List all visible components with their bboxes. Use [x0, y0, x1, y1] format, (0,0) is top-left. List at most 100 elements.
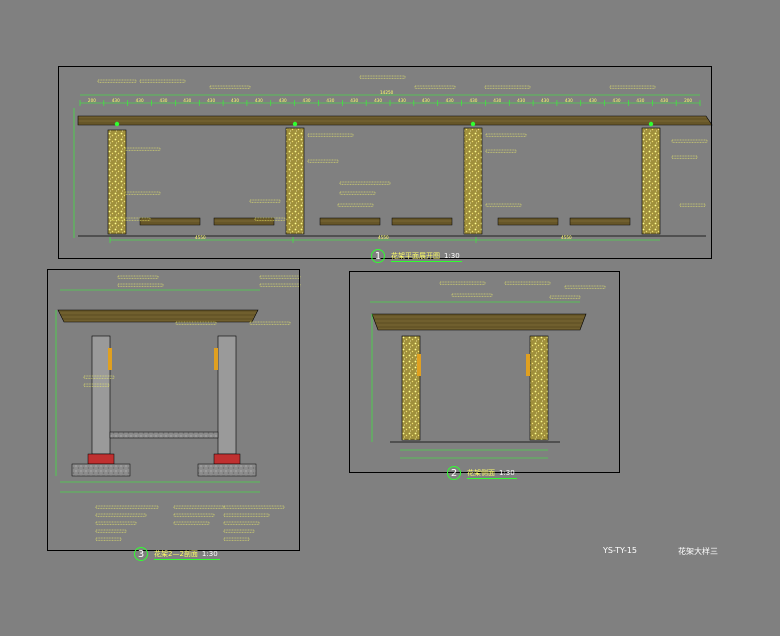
- drawing-title: 花架大样三: [678, 547, 718, 556]
- section-annotation: [173, 513, 215, 517]
- stone-column: [285, 127, 305, 235]
- side-annotation: [249, 199, 281, 203]
- spacing-label: 430: [613, 98, 621, 103]
- stone-column: [107, 129, 127, 235]
- section-annotation: [95, 513, 147, 517]
- view-2-name: 花架侧面: [467, 468, 495, 477]
- spacing-label: 430: [374, 98, 382, 103]
- side-annotation: [124, 147, 161, 151]
- span-label: 4550: [561, 235, 572, 240]
- bench-slab: [319, 217, 381, 226]
- span-label: 4550: [195, 235, 206, 240]
- span-label: 4550: [378, 235, 389, 240]
- spacing-label: 430: [541, 98, 549, 103]
- bench-slab: [391, 217, 453, 226]
- side-annotation: [504, 281, 551, 285]
- view-1-name: 花架平面展开图: [391, 251, 440, 260]
- section-annotation: [223, 513, 270, 517]
- foundation-right: [197, 463, 257, 477]
- side-annotation: [339, 191, 376, 195]
- section-annotation: [173, 505, 225, 509]
- side-annotation: [307, 159, 339, 163]
- spacing-label: 430: [255, 98, 263, 103]
- spacing-label: 430: [636, 98, 644, 103]
- bench-slab: [497, 217, 559, 226]
- overall-dimension-label: 14250: [380, 90, 394, 95]
- beam-annotation: [209, 85, 251, 89]
- foundation-left: [71, 463, 131, 477]
- spacing-label: 430: [589, 98, 597, 103]
- side-annotation: [439, 281, 486, 285]
- section-annotation: [95, 529, 127, 533]
- section-annotation: [117, 275, 159, 279]
- view-1-number: 1: [371, 249, 385, 263]
- side-annotation: [485, 149, 517, 153]
- section-annotation: [223, 529, 255, 533]
- section-annotation: [95, 521, 137, 525]
- section-annotation: [95, 505, 159, 509]
- section-annotation: [259, 275, 301, 279]
- beam-annotation: [97, 79, 137, 83]
- view-2-number: 2: [447, 466, 461, 480]
- view-2-scale: 1:30: [499, 468, 515, 477]
- side-annotation: [109, 217, 151, 221]
- section-annotation: [83, 383, 110, 387]
- drawing-code: YS-TY-15: [603, 546, 638, 555]
- spacing-label: 430: [279, 98, 287, 103]
- side-annotation: [671, 139, 708, 143]
- section-annotation: [175, 321, 217, 325]
- section-lamp-right: [214, 348, 218, 370]
- bench-slab: [139, 217, 201, 226]
- beam-annotation: [139, 79, 186, 83]
- side-column-left: [401, 335, 421, 441]
- side-annotation: [451, 293, 493, 297]
- section-annotation: [173, 521, 210, 525]
- spacing-label: 430: [231, 98, 239, 103]
- section-annotation: [117, 283, 164, 287]
- section-annotation: [223, 521, 260, 525]
- spacing-label: 430: [660, 98, 668, 103]
- beam-annotation: [484, 85, 531, 89]
- view-3-scale: 1:30: [201, 549, 218, 558]
- bench-slab: [569, 217, 631, 226]
- spacing-label: 200: [88, 98, 96, 103]
- side-annotation: [679, 203, 706, 207]
- stone-column: [641, 127, 661, 235]
- side-lamp-right: [526, 354, 530, 376]
- section-annotation: [259, 283, 301, 287]
- spacing-label: 430: [493, 98, 501, 103]
- beam-annotation: [359, 75, 406, 79]
- spacing-label: 430: [326, 98, 334, 103]
- view-3-frame: [47, 269, 300, 551]
- side-beam: [371, 313, 587, 331]
- view-3-name: 花架2—2剖面: [154, 549, 198, 558]
- spacing-label: 430: [183, 98, 191, 103]
- section-lamp-left: [108, 348, 112, 370]
- spacing-label: 430: [207, 98, 215, 103]
- side-annotation: [549, 295, 581, 299]
- spacing-label: 430: [469, 98, 477, 103]
- section-annotation: [223, 537, 250, 541]
- spacing-label: 430: [159, 98, 167, 103]
- spacing-label: 430: [112, 98, 120, 103]
- side-annotation: [564, 285, 606, 289]
- beam-annotation: [609, 85, 656, 89]
- side-annotation: [339, 181, 391, 185]
- spacing-label: 430: [398, 98, 406, 103]
- column-cap-marker: [648, 121, 654, 127]
- section-bench: [109, 431, 219, 439]
- side-view-2: [370, 281, 606, 459]
- section-view-3: [55, 275, 301, 541]
- view-2-title: 2 花架侧面 1:30: [447, 466, 517, 480]
- side-annotation: [307, 133, 354, 137]
- side-annotation: [485, 133, 527, 137]
- side-annotation: [485, 203, 522, 207]
- spacing-label: 430: [565, 98, 573, 103]
- beam-annotation: [414, 85, 456, 89]
- view-2-frame: [349, 271, 620, 473]
- spacing-label: 430: [517, 98, 525, 103]
